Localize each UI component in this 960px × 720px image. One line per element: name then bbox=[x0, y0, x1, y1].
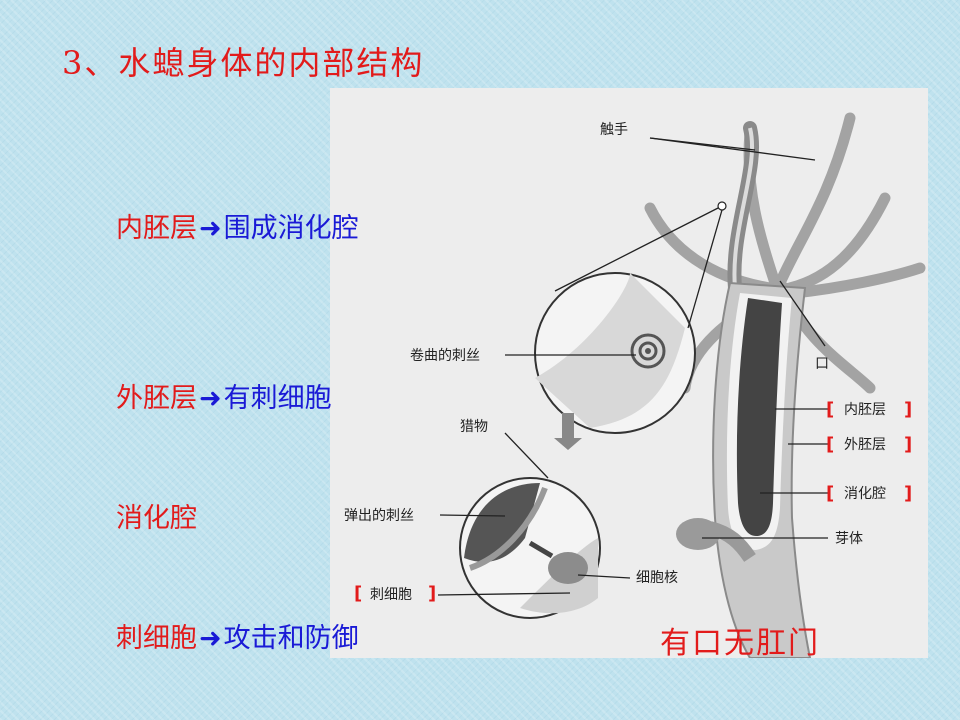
arrow-icon: ➜ bbox=[199, 213, 222, 244]
arrow-icon: ➜ bbox=[199, 383, 222, 414]
hydra-diagram: 触手 口 卷曲的刺丝 猎物 弹出的刺丝 细胞核 [ 刺细胞 ] [ 内胚层 ] … bbox=[330, 88, 928, 658]
gastric-cavity bbox=[736, 298, 782, 536]
point-ectoderm: 外胚层➜有刺细胞 bbox=[116, 383, 332, 414]
bottom-note: 有口无肛门 bbox=[660, 626, 820, 661]
hydra-illustration bbox=[437, 112, 926, 658]
point-endoderm: 内胚层➜围成消化腔 bbox=[116, 213, 359, 244]
bud bbox=[676, 518, 720, 550]
point-gastric-cavity: 消化腔 bbox=[116, 503, 197, 534]
arrow-icon: ➜ bbox=[199, 623, 222, 654]
page-title: 3、水螅身体的内部结构 bbox=[62, 44, 425, 82]
point-cnidocyte: 刺细胞➜攻击和防御 bbox=[116, 623, 359, 654]
